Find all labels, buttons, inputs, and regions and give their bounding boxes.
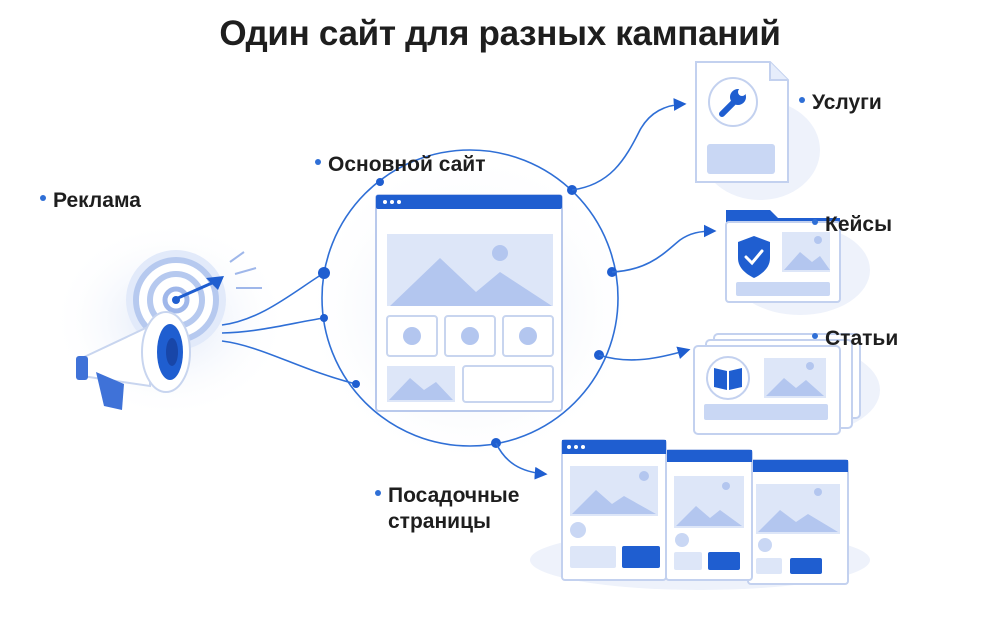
arrow-landing bbox=[495, 442, 548, 480]
label-articles-text: Статьи bbox=[825, 327, 899, 350]
ring-node bbox=[318, 267, 330, 279]
megaphone-target-icon bbox=[76, 250, 262, 410]
shield-check-icon bbox=[738, 236, 770, 278]
connector-ads-2 bbox=[221, 317, 325, 334]
label-ads: Реклама bbox=[40, 188, 141, 214]
connector-ads-3 bbox=[221, 340, 357, 385]
diagram-title: Один сайт для разных кампаний bbox=[219, 14, 781, 53]
connector-ads-1 bbox=[221, 272, 325, 326]
bullet-dot bbox=[315, 159, 321, 166]
label-main-site-text: Основной сайт bbox=[328, 153, 486, 176]
bullet-dot bbox=[375, 490, 381, 497]
label-landing: Посадочные страницы bbox=[375, 483, 519, 535]
main-site-ring bbox=[321, 149, 619, 447]
label-cases-text: Кейсы bbox=[825, 213, 893, 236]
bullet-dot bbox=[812, 333, 818, 340]
ring-node bbox=[352, 380, 360, 388]
ring-node bbox=[376, 178, 384, 186]
wrench-icon bbox=[708, 77, 758, 127]
label-articles: Статьи bbox=[812, 326, 898, 352]
services-document bbox=[695, 61, 820, 200]
bullet-dot bbox=[799, 97, 805, 104]
ring-node bbox=[320, 314, 328, 322]
book-icon bbox=[706, 356, 750, 400]
articles-stack bbox=[693, 333, 880, 435]
main-site-window bbox=[375, 194, 563, 412]
label-landing-line1: Посадочные bbox=[388, 484, 520, 507]
bullet-dot bbox=[40, 195, 46, 202]
arrow-articles bbox=[598, 346, 691, 361]
label-cases: Кейсы bbox=[812, 212, 892, 238]
bullet-dot bbox=[812, 219, 818, 226]
label-services-text: Услуги bbox=[812, 91, 882, 114]
label-landing-line2: страницы bbox=[388, 510, 491, 533]
label-main-site: Основной сайт bbox=[315, 152, 486, 178]
arrow-cases bbox=[611, 224, 717, 273]
label-ads-text: Реклама bbox=[53, 189, 141, 212]
arrow-services bbox=[571, 98, 687, 191]
landing-pages bbox=[530, 439, 870, 590]
label-services: Услуги bbox=[799, 90, 882, 116]
